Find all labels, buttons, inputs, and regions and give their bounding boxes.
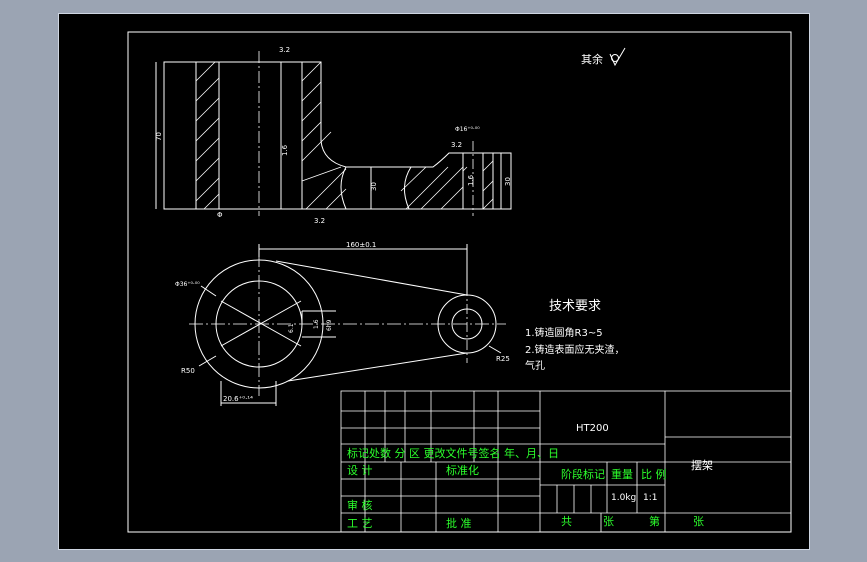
tech-line-2: 2.铸造表面应无夹渣， bbox=[525, 343, 625, 356]
ra-top-label: 3.2 bbox=[279, 46, 290, 54]
r-big-label: R50 bbox=[181, 367, 195, 375]
weight-label: 重量 bbox=[611, 467, 633, 481]
review-label: 审 核 bbox=[347, 498, 373, 512]
top-view bbox=[189, 244, 506, 406]
r-small-label: R25 bbox=[496, 355, 510, 363]
approve-label: 批 准 bbox=[446, 516, 472, 530]
sheet-label: 张 bbox=[693, 515, 704, 528]
keyway-label: 6h9 bbox=[326, 319, 333, 331]
weight-value: 1.0kg bbox=[611, 493, 636, 503]
section-view bbox=[155, 51, 512, 216]
scale-label: 比 例 bbox=[641, 467, 667, 481]
header-row-label: 标记处数 分 区 更改文件号签名 年、月、日 bbox=[347, 446, 559, 460]
height-right-label: 30 bbox=[504, 177, 512, 186]
tech-line-3: 气孔 bbox=[525, 359, 545, 372]
scale-value: 1:1 bbox=[643, 493, 657, 503]
height-mid-label: 30 bbox=[370, 182, 378, 191]
keyway-width-label: 6.1 bbox=[288, 323, 295, 333]
center-distance-label: 160±0.1 bbox=[346, 241, 376, 249]
standardize-label: 标准化 bbox=[446, 463, 479, 477]
total-label: 共 bbox=[561, 515, 572, 528]
bore-big-label: Φ36⁺⁰·⁰⁰ bbox=[175, 281, 200, 288]
key-length-label: 20.6⁺⁰·¹⁴ bbox=[223, 395, 253, 403]
fit-small-label: Φ16⁺⁰·⁰⁰ bbox=[455, 126, 480, 133]
ra-right-top-label: 3.2 bbox=[451, 141, 462, 149]
process-label: 工 艺 bbox=[347, 517, 373, 530]
design-label: 设 计 bbox=[347, 464, 373, 477]
cad-viewport[interactable]: 3.2 1.6 3.2 3.2 1.6 70 30 30 Φ Φ16⁺⁰·⁰⁰ … bbox=[58, 13, 810, 550]
tech-title: 技术要求 bbox=[549, 299, 601, 314]
height-left-label: 70 bbox=[155, 132, 163, 141]
stage-mark-label: 阶段标记 bbox=[561, 467, 605, 481]
roughness-other-label: 其余 bbox=[581, 52, 603, 66]
sheets-label: 张 bbox=[603, 515, 614, 528]
ra-right-bore-label: 1.6 bbox=[467, 174, 475, 186]
part-name-label: 摆架 bbox=[691, 458, 713, 472]
title-block bbox=[340, 390, 792, 533]
sheet-no-label: 第 bbox=[649, 514, 660, 528]
tech-line-1: 1.铸造圆角R3~5 bbox=[525, 326, 603, 339]
keyway-depth-label: 1.6 bbox=[313, 319, 320, 329]
ra-bore-label: 1.6 bbox=[281, 144, 289, 156]
center-mark-label: Φ bbox=[217, 211, 223, 219]
ra-bottom-label: 3.2 bbox=[314, 217, 325, 225]
material-label: HT200 bbox=[576, 423, 609, 434]
drawing-canvas: 3.2 1.6 3.2 3.2 1.6 70 30 30 Φ Φ16⁺⁰·⁰⁰ … bbox=[127, 31, 792, 533]
roughness-symbol-icon bbox=[609, 47, 626, 67]
